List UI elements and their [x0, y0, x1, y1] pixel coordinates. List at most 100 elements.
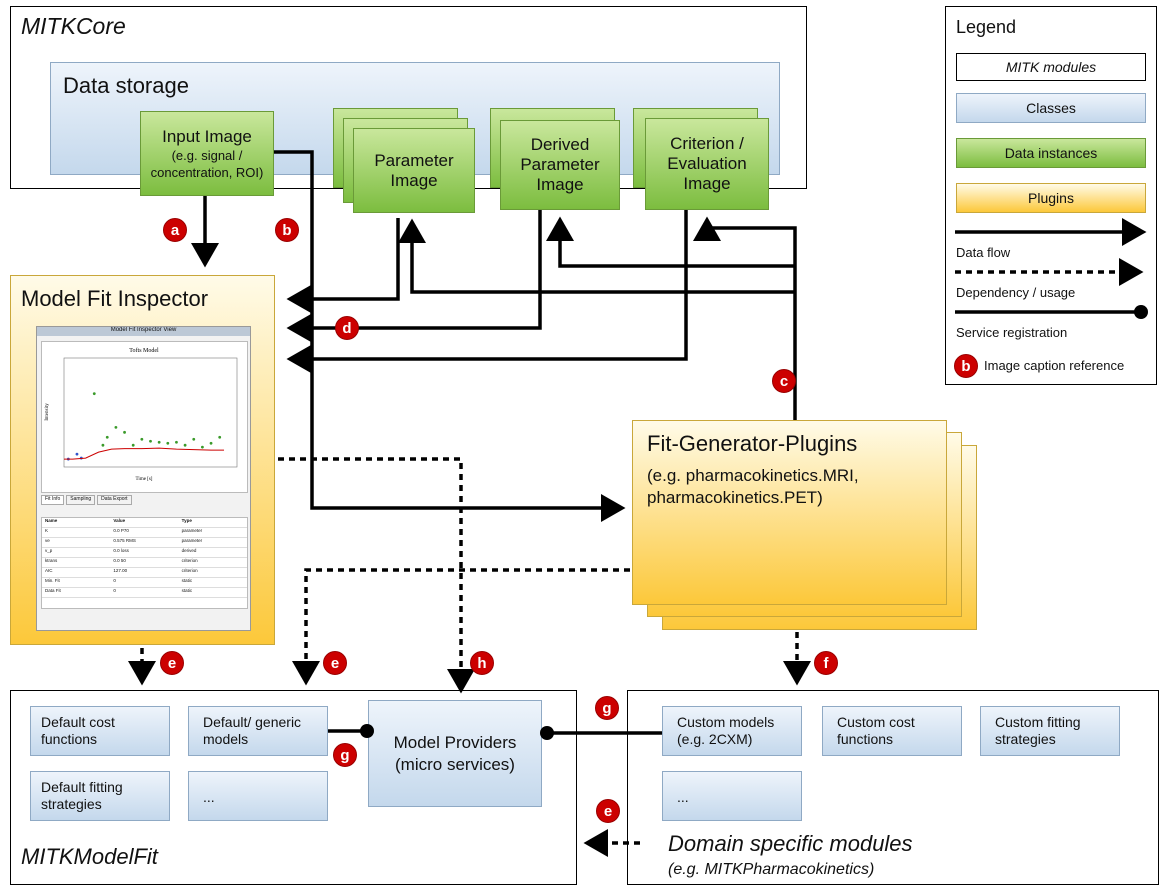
table-row: ve 0.575 RMS parameter	[42, 538, 247, 548]
parameter-image-label: Parameter Image	[374, 150, 454, 190]
arrow-h	[278, 457, 475, 694]
legend-modules: MITK modules	[956, 53, 1146, 81]
model-fit-inspector-box: Model Fit Inspector Model Fit Inspector …	[10, 275, 275, 645]
tab-fit-info[interactable]: Fit Info	[41, 495, 65, 505]
table-cell: criterion	[181, 558, 198, 563]
legend-classes-label: Classes	[1026, 100, 1076, 116]
input-image-sub: (e.g. signal / concentration, ROI)	[150, 147, 264, 180]
table-cell: AIC	[45, 568, 53, 573]
badge-g-right: g	[595, 696, 619, 720]
chart-point	[101, 443, 105, 447]
table-cell: Data Fit	[45, 588, 61, 593]
default-generic-models-label: Default/ generic models	[203, 714, 302, 747]
default-more: ...	[188, 771, 328, 821]
inspector-screenshot: Model Fit Inspector View Tofts Model Tim…	[36, 326, 251, 631]
chart-point	[92, 392, 96, 396]
legend-data-flow-label: Data flow	[956, 245, 1011, 260]
domain-subtitle: (e.g. MITKPharmacokinetics)	[668, 861, 875, 878]
arrow-d-derived	[286, 210, 542, 342]
legend-dependency-label: Dependency / usage	[956, 285, 1076, 300]
legend-box: Legend MITK modules Classes Data instanc…	[945, 6, 1157, 385]
table-cell: Name	[45, 518, 58, 523]
table-cell: parameter	[181, 538, 203, 543]
chart-point	[157, 440, 161, 444]
custom-models: Custom models (e.g. 2CXM)	[662, 706, 802, 756]
chart-point	[131, 443, 135, 447]
inspector-window-title: Model Fit Inspector View	[37, 327, 250, 336]
default-cost-functions-label: Default cost functions	[41, 714, 115, 747]
fit-generator-plugins-box: Fit-Generator-Plugins (e.g. pharmacokine…	[632, 420, 947, 605]
badge-e-inspector: e	[160, 651, 184, 675]
chart-point	[149, 439, 152, 443]
default-fitting-strategies-label: Default fitting strategies	[41, 779, 123, 812]
tab-sampling[interactable]: Sampling	[66, 495, 96, 505]
table-cell: 0.0 P70	[113, 528, 129, 533]
plugins-subtitle: (e.g. pharmacokinetics.MRI, pharmacokine…	[647, 466, 859, 507]
chart-point	[183, 443, 187, 447]
badge-g-left: g	[333, 743, 357, 767]
legend-classes: Classes	[956, 93, 1146, 123]
custom-cost-functions-label: Custom cost functions	[837, 714, 915, 747]
table-cell: 0.0 50	[113, 558, 126, 563]
badge-e-domain: e	[596, 799, 620, 823]
chart-ylabel: Intensity	[45, 403, 50, 421]
table-cell: derived	[181, 548, 197, 553]
chart-frame	[63, 357, 238, 468]
table-cell: 0.0 loss	[113, 548, 129, 553]
model-providers-label: Model Providers (micro services)	[393, 732, 517, 774]
badge-f: f	[814, 651, 838, 675]
table-cell: Value	[113, 518, 126, 523]
legend-data: Data instances	[956, 138, 1146, 168]
table-row: K 0.0 P70 parameter	[42, 528, 247, 538]
badge-a: a	[163, 218, 187, 242]
legend-caption-label: Image caption reference	[984, 358, 1125, 373]
inspector-tabs: Fit Info Sampling Data Export	[41, 495, 246, 505]
chart-point	[209, 441, 213, 445]
default-cost-functions: Default cost functions	[30, 706, 170, 756]
arrow-e-plugins	[292, 568, 630, 686]
default-fitting-strategies: Default fitting strategies	[30, 771, 170, 821]
chart-point	[114, 425, 118, 429]
badge-d: d	[335, 316, 359, 340]
legend-plugins: Plugins	[956, 183, 1146, 213]
data-storage-title: Data storage	[63, 73, 189, 98]
legend-plugins-label: Plugins	[1028, 190, 1074, 206]
tab-data-export[interactable]: Data Export	[97, 495, 132, 505]
inspector-chart: Tofts Model Time [s] Intensity	[45, 347, 238, 482]
table-cell: 127.00	[113, 568, 128, 573]
table-cell: parameter	[181, 528, 203, 533]
domain-title: Domain specific modules	[668, 831, 913, 856]
table-cell: K	[45, 528, 49, 533]
mitkmodelfit-title: MITKModelFit	[21, 844, 158, 869]
chart-title: Tofts Model	[129, 347, 159, 354]
inspector-chart-area: Tofts Model Time [s] Intensity	[41, 341, 248, 493]
custom-more-label: ...	[677, 789, 689, 805]
derived-image-label: Derived Parameter Image	[520, 135, 600, 194]
table-cell: Min. Fit	[45, 578, 60, 583]
arrow-d-parameter	[286, 218, 400, 313]
input-image-box: Input Image (e.g. signal / concentration…	[140, 111, 274, 196]
table-cell: 0.575 RMS	[113, 538, 136, 543]
badge-b: b	[275, 218, 299, 242]
parameter-image-box: Parameter Image	[353, 128, 475, 213]
chart-point	[75, 452, 79, 456]
inspector-title: Model Fit Inspector	[21, 286, 209, 311]
legend-modules-label: MITK modules	[1005, 59, 1097, 75]
arrow-c-derived	[546, 216, 795, 268]
chart-point	[123, 430, 126, 434]
chart-point	[105, 435, 109, 439]
model-providers-box: Model Providers (micro services)	[368, 700, 542, 807]
table-cell: static	[181, 578, 193, 583]
table-cell: ve	[45, 538, 50, 543]
legend-caption-badge: b	[954, 354, 978, 378]
chart-point	[166, 441, 170, 445]
custom-more: ...	[662, 771, 802, 821]
plugins-title: Fit-Generator-Plugins	[647, 431, 858, 456]
legend-service-label: Service registration	[956, 325, 1068, 340]
